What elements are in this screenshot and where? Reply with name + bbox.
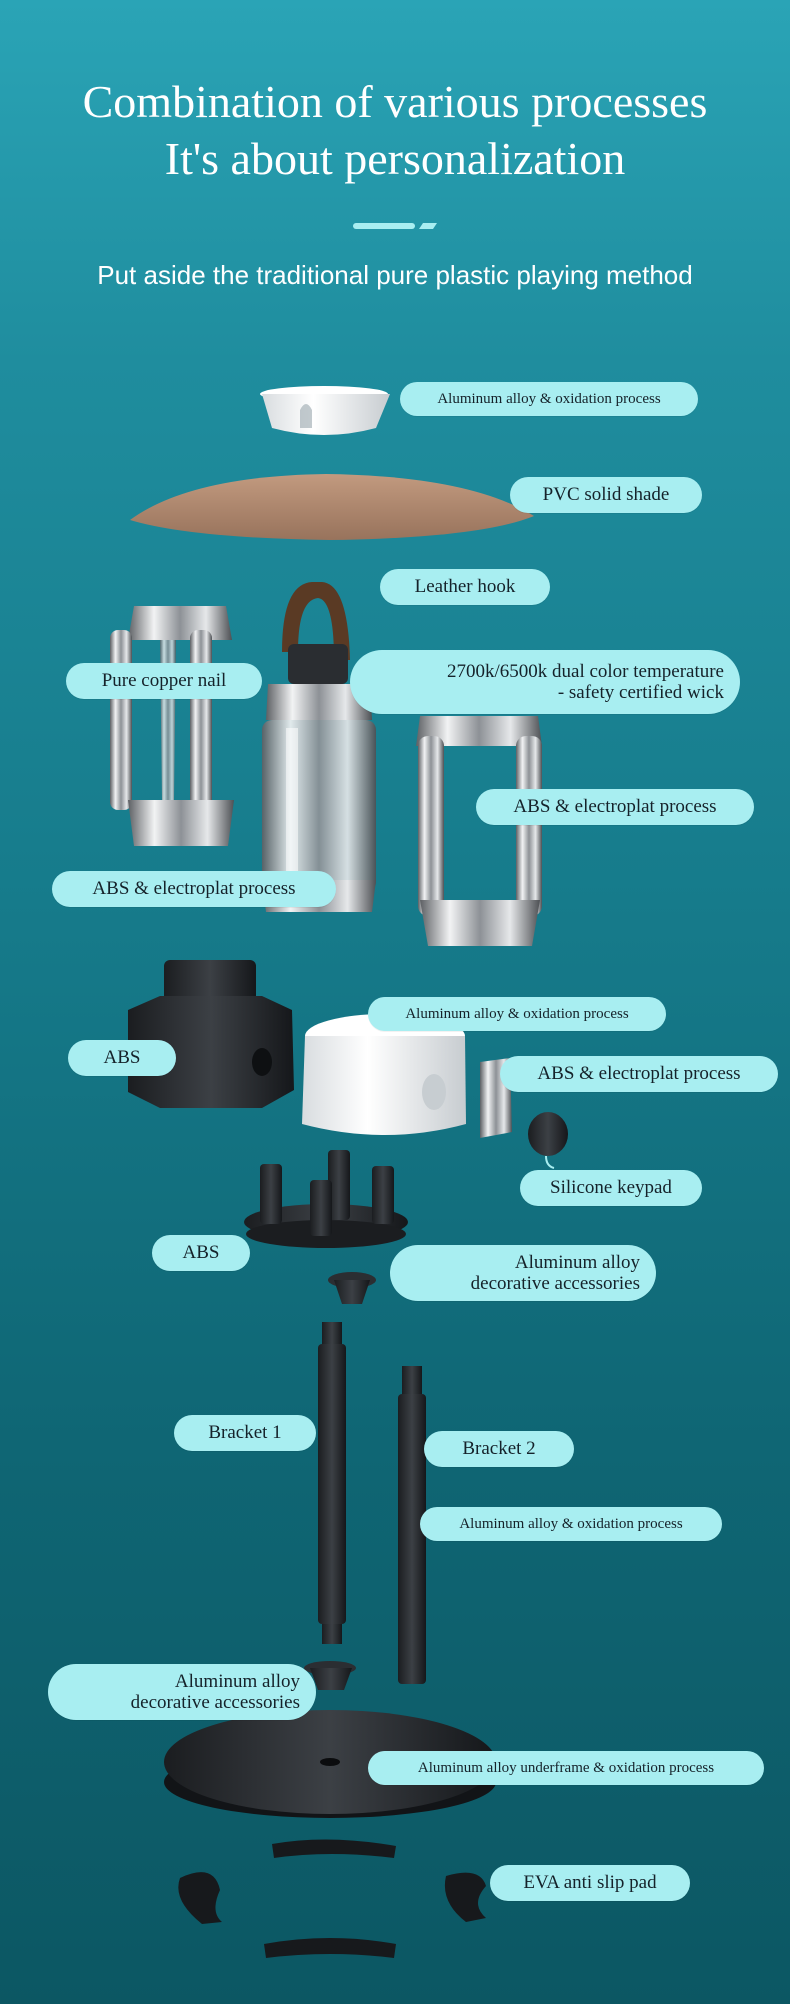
leather-hook-part (282, 582, 350, 660)
title-line-2: It's about personalization (164, 133, 626, 184)
white-base-cap-part (302, 1014, 466, 1135)
top-cap-part (260, 386, 390, 435)
label-deco-bottom-line1: Aluminum alloy (174, 1671, 300, 1692)
deco-accessory-bottom-part (304, 1661, 356, 1690)
bracket-2-part (398, 1366, 426, 1684)
label-bracket-process: Aluminum alloy & oxidation process (420, 1507, 722, 1541)
label-wick-line2: - safety certified wick (557, 682, 724, 703)
label-right-frame: ABS & electroplat process (476, 789, 754, 825)
label-deco-top-line2: decorative accessories (470, 1273, 640, 1294)
label-copper-nail: Pure copper nail (66, 663, 262, 699)
label-keypad: Silicone keypad (520, 1170, 702, 1206)
label-left-frame: ABS & electroplat process (52, 871, 336, 907)
shade-part (130, 474, 534, 540)
bracket-1-part (318, 1322, 346, 1644)
title-line-1: Combination of various processes (82, 76, 708, 127)
abs-socket-part (244, 1150, 408, 1248)
label-base-cap: Aluminum alloy & oxidation process (368, 997, 666, 1031)
right-frame-part (416, 716, 542, 946)
lantern-body-part (262, 644, 376, 912)
label-abs-socket: ABS (152, 1235, 250, 1271)
abs-housing-part (128, 960, 294, 1108)
keypad-part (528, 1112, 568, 1169)
deco-accessory-top-part (328, 1272, 376, 1304)
left-frame-part (110, 606, 234, 846)
label-deco-bottom: Aluminum alloy decorative accessories (48, 1664, 316, 1720)
anti-slip-pads-part (178, 1839, 486, 1958)
label-underframe: Aluminum alloy underframe & oxidation pr… (368, 1751, 764, 1785)
label-anti-slip: EVA anti slip pad (490, 1865, 690, 1901)
label-shade: PVC solid shade (510, 477, 702, 513)
label-leather-hook: Leather hook (380, 569, 550, 605)
label-deco-bottom-line2: decorative accessories (130, 1692, 300, 1713)
label-deco-top-line1: Aluminum alloy (514, 1252, 640, 1273)
label-wick: 2700k/6500k dual color temperature - saf… (350, 650, 740, 714)
label-bracket-2: Bracket 2 (424, 1431, 574, 1467)
title-divider (353, 223, 437, 229)
label-abs-housing: ABS (68, 1040, 176, 1076)
label-wick-line1: 2700k/6500k dual color temperature (446, 661, 724, 682)
label-bracket-1: Bracket 1 (174, 1415, 316, 1451)
label-deco-top: Aluminum alloy decorative accessories (390, 1245, 656, 1301)
label-top-cap: Aluminum alloy & oxidation process (400, 382, 698, 416)
subtitle: Put aside the traditional pure plastic p… (97, 260, 693, 290)
label-small-frame: ABS & electroplat process (500, 1056, 778, 1092)
